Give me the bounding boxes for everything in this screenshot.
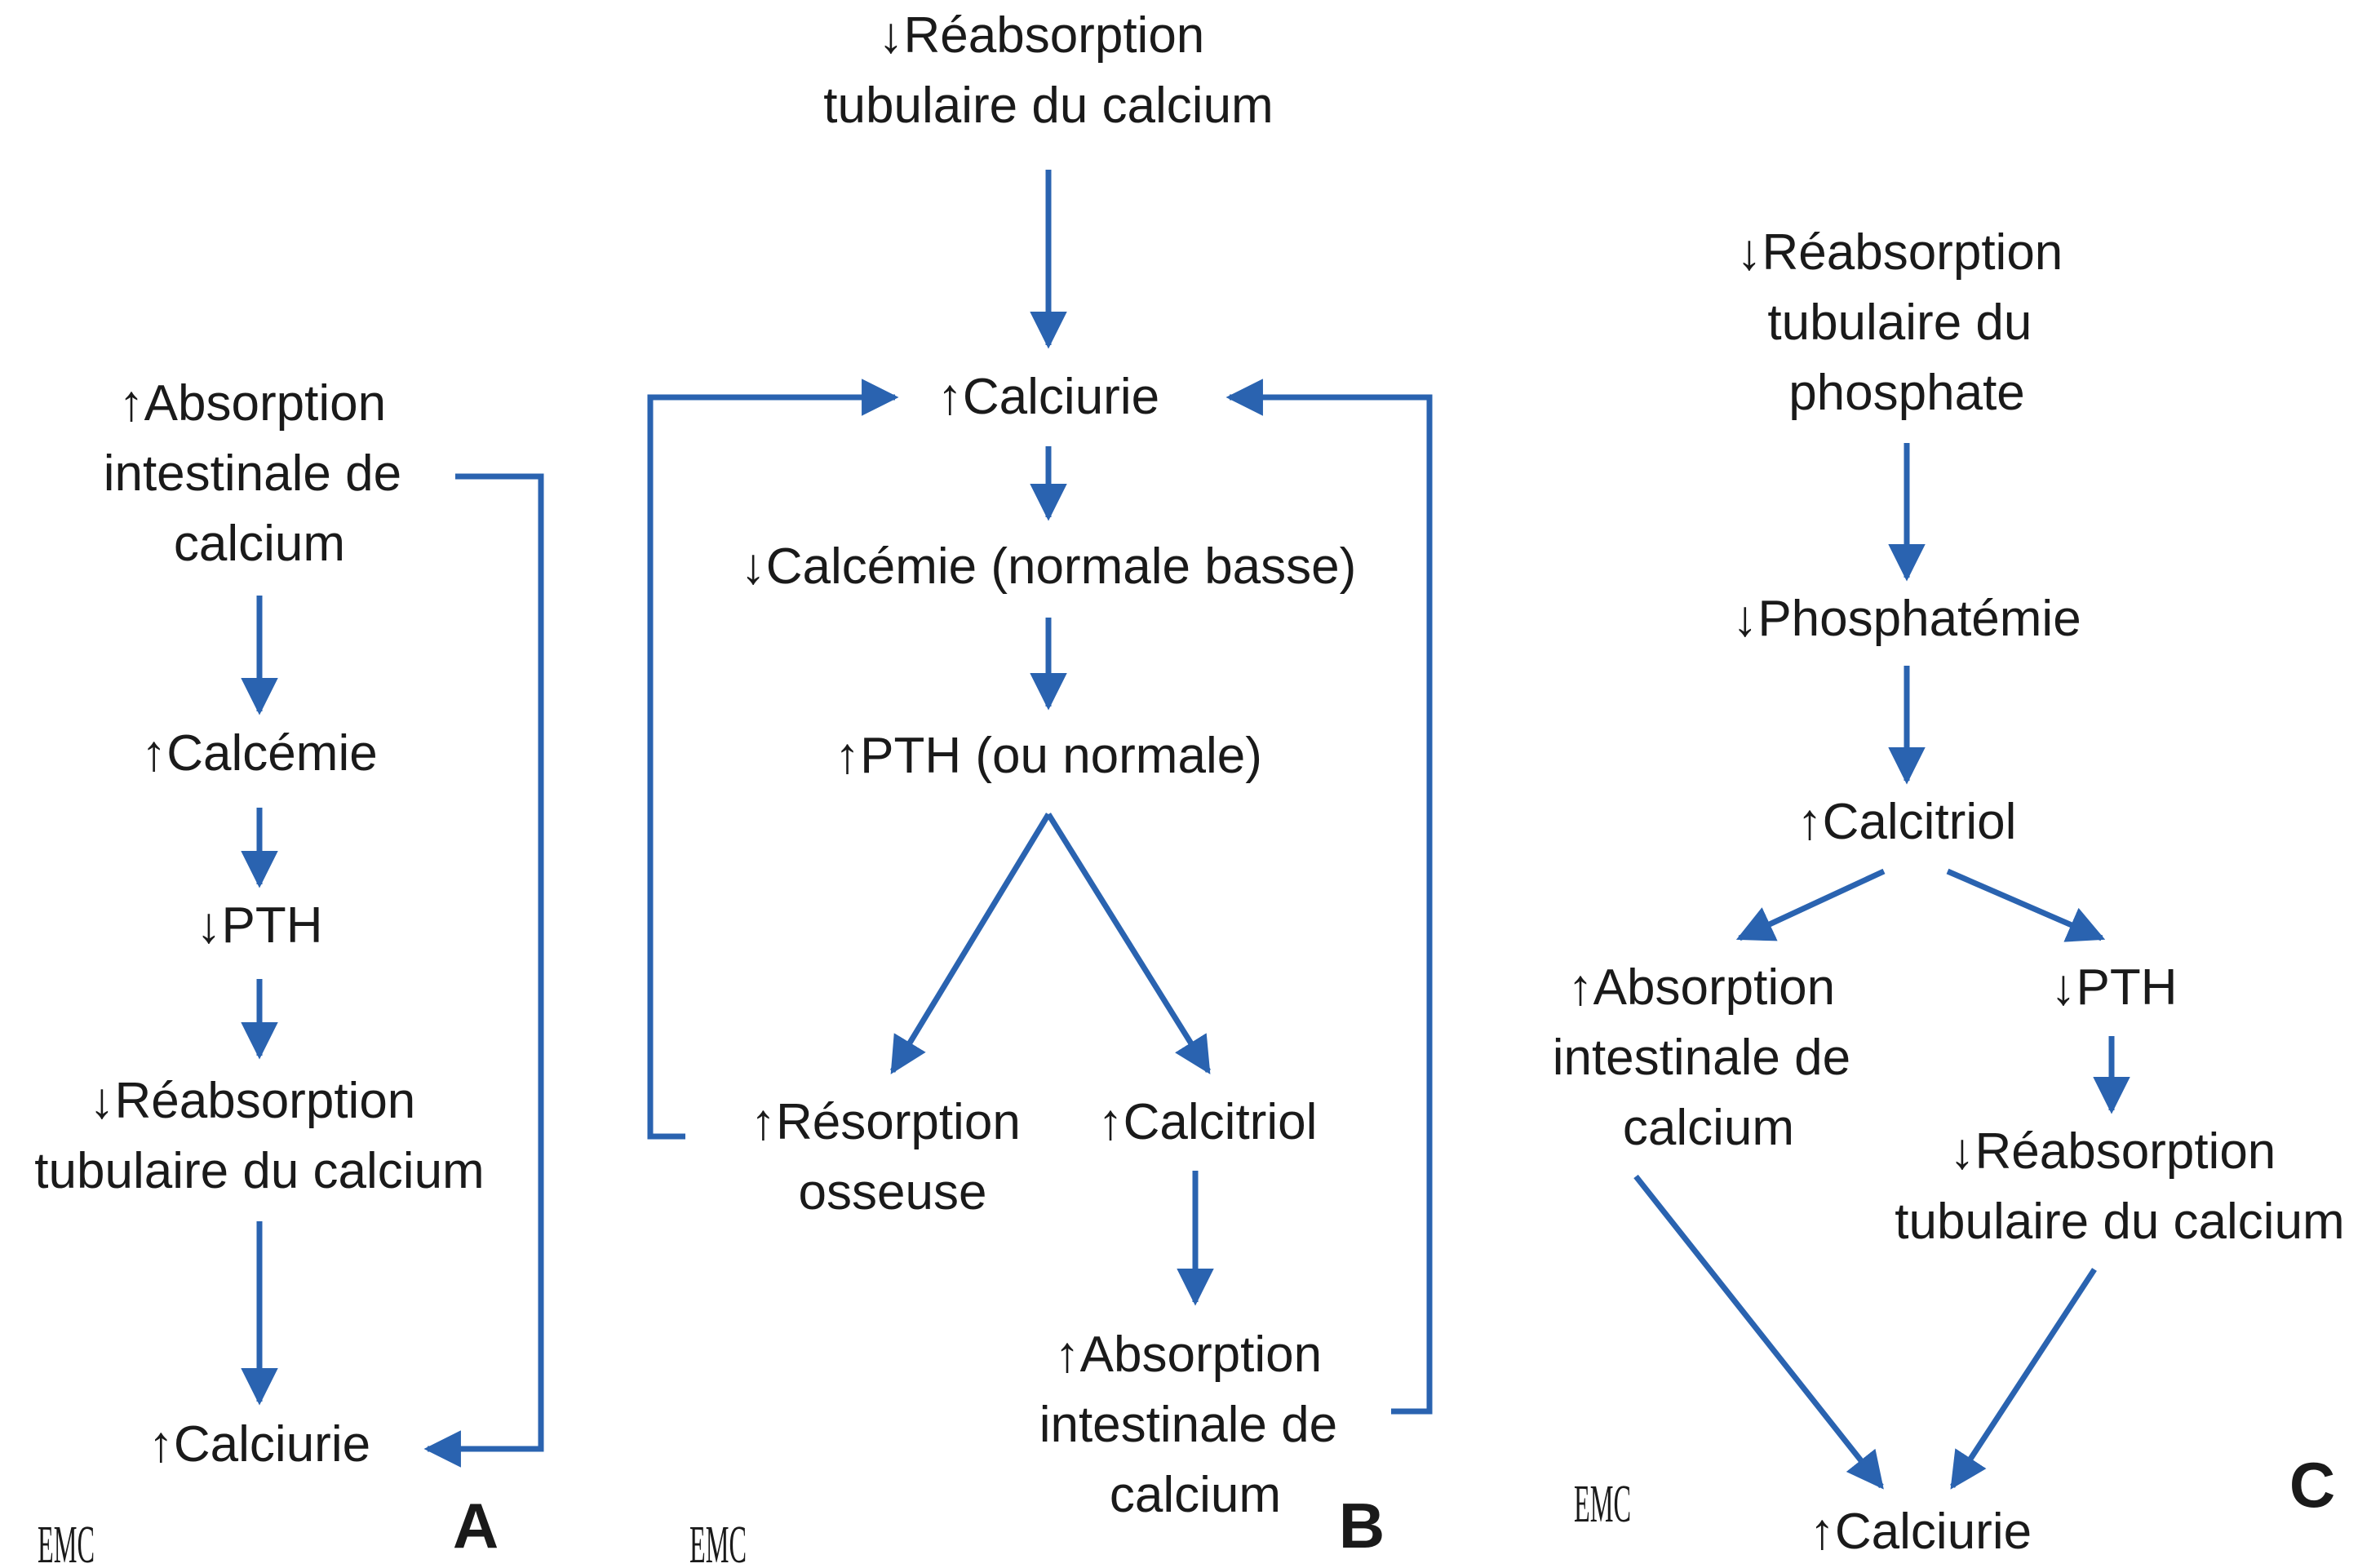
a-edge-absorption-calciurie-loop	[423, 473, 544, 1468]
b-node-reabsorption: ↓Réabsorption tubulaire du calcium	[823, 7, 1273, 134]
c-node-calciurie: ↑Calciurie	[1810, 1504, 2032, 1560]
panel-b: ↓Réabsorption tubulaire du calcium ↑Calc…	[647, 7, 1433, 1568]
c-node-reabsorption-calcium: ↓Réabsorption tubulaire du calcium	[1895, 1123, 2344, 1250]
panel-a: ↑Absorption intestinale de calcium ↑Calc…	[34, 375, 544, 1568]
a-node-absorption: ↑Absorption intestinale de calcium	[104, 375, 416, 572]
a-panel-label: A	[453, 1490, 499, 1561]
c-node-pth: ↓PTH	[2051, 959, 2178, 1016]
b-node-pth: ↑PTH (ou normale)	[835, 728, 1262, 784]
c-edge-calcitriol-absorption	[1735, 868, 1886, 941]
b-edge-resorption-calciurie-loop	[647, 379, 899, 1140]
c-panel-label: C	[2289, 1449, 2335, 1521]
c-node-reabsorption-phosphate: ↓Réabsorption tubulaire du phosphate	[1736, 224, 2076, 421]
a-node-calcemie: ↑Calcémie	[141, 725, 377, 782]
a-node-calciurie: ↑Calciurie	[148, 1416, 370, 1473]
c-node-phosphatemie: ↓Phosphatémie	[1732, 591, 2081, 647]
b-edge-pth-resorption	[890, 813, 1051, 1074]
c-edge-absorption-calciurie	[1633, 1174, 1884, 1490]
b-edge-absorption-calciurie-loop	[1225, 379, 1433, 1415]
b-node-calcemie: ↓Calcémie (normale basse)	[741, 538, 1357, 595]
b-emc-logo: EMC	[689, 1515, 747, 1568]
b-node-resorption: ↑Résorption osseuse	[751, 1094, 1035, 1220]
c-node-calcitriol: ↑Calcitriol	[1797, 794, 2017, 850]
a-emc-logo: EMC	[38, 1515, 95, 1568]
a-node-reabsorption: ↓Réabsorption tubulaire du calcium	[34, 1073, 484, 1199]
c-edge-reabsorption-calciurie	[1950, 1268, 2097, 1490]
b-panel-label: B	[1339, 1490, 1385, 1561]
c-edge-calcitriol-pth	[1946, 868, 2106, 942]
panel-c: ↓Réabsorption tubulaire du phosphate ↓Ph…	[1553, 224, 2345, 1560]
b-node-absorption: ↑Absorption intestinale de calcium	[1039, 1327, 1352, 1523]
c-emc-logo: EMC	[1574, 1474, 1631, 1534]
b-node-calciurie: ↑Calciurie	[937, 369, 1159, 425]
a-node-pth: ↓PTH	[197, 897, 323, 954]
c-node-absorption: ↑Absorption intestinale de calcium	[1553, 959, 1865, 1156]
b-node-calcitriol: ↑Calcitriol	[1098, 1094, 1318, 1150]
b-edge-pth-calcitriol	[1046, 813, 1211, 1074]
